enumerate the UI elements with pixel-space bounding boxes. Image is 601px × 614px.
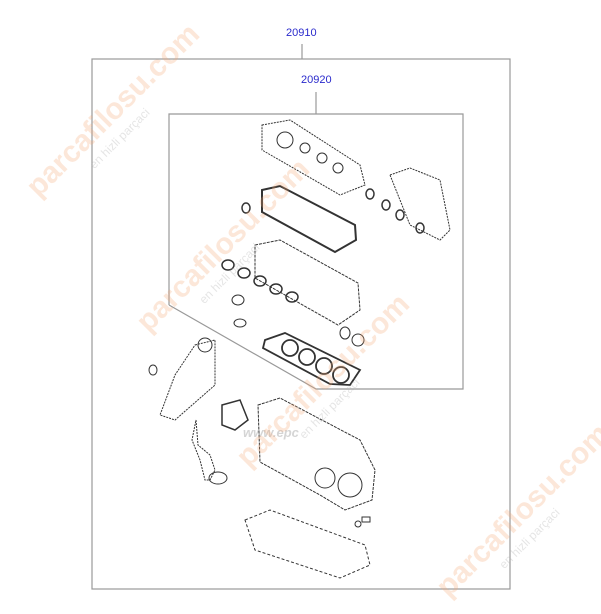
gasket-parts — [148, 119, 451, 579]
epc-watermark: www.epc — [243, 425, 299, 440]
callout-20910[interactable]: 20910 — [286, 27, 317, 39]
head-gasket — [261, 332, 362, 386]
inner-kit-box — [168, 113, 464, 390]
parts-diagram — [91, 44, 511, 590]
outer-kit-box — [91, 58, 511, 590]
kit-boxes — [91, 44, 511, 590]
callout-20920[interactable]: 20920 — [301, 74, 332, 86]
